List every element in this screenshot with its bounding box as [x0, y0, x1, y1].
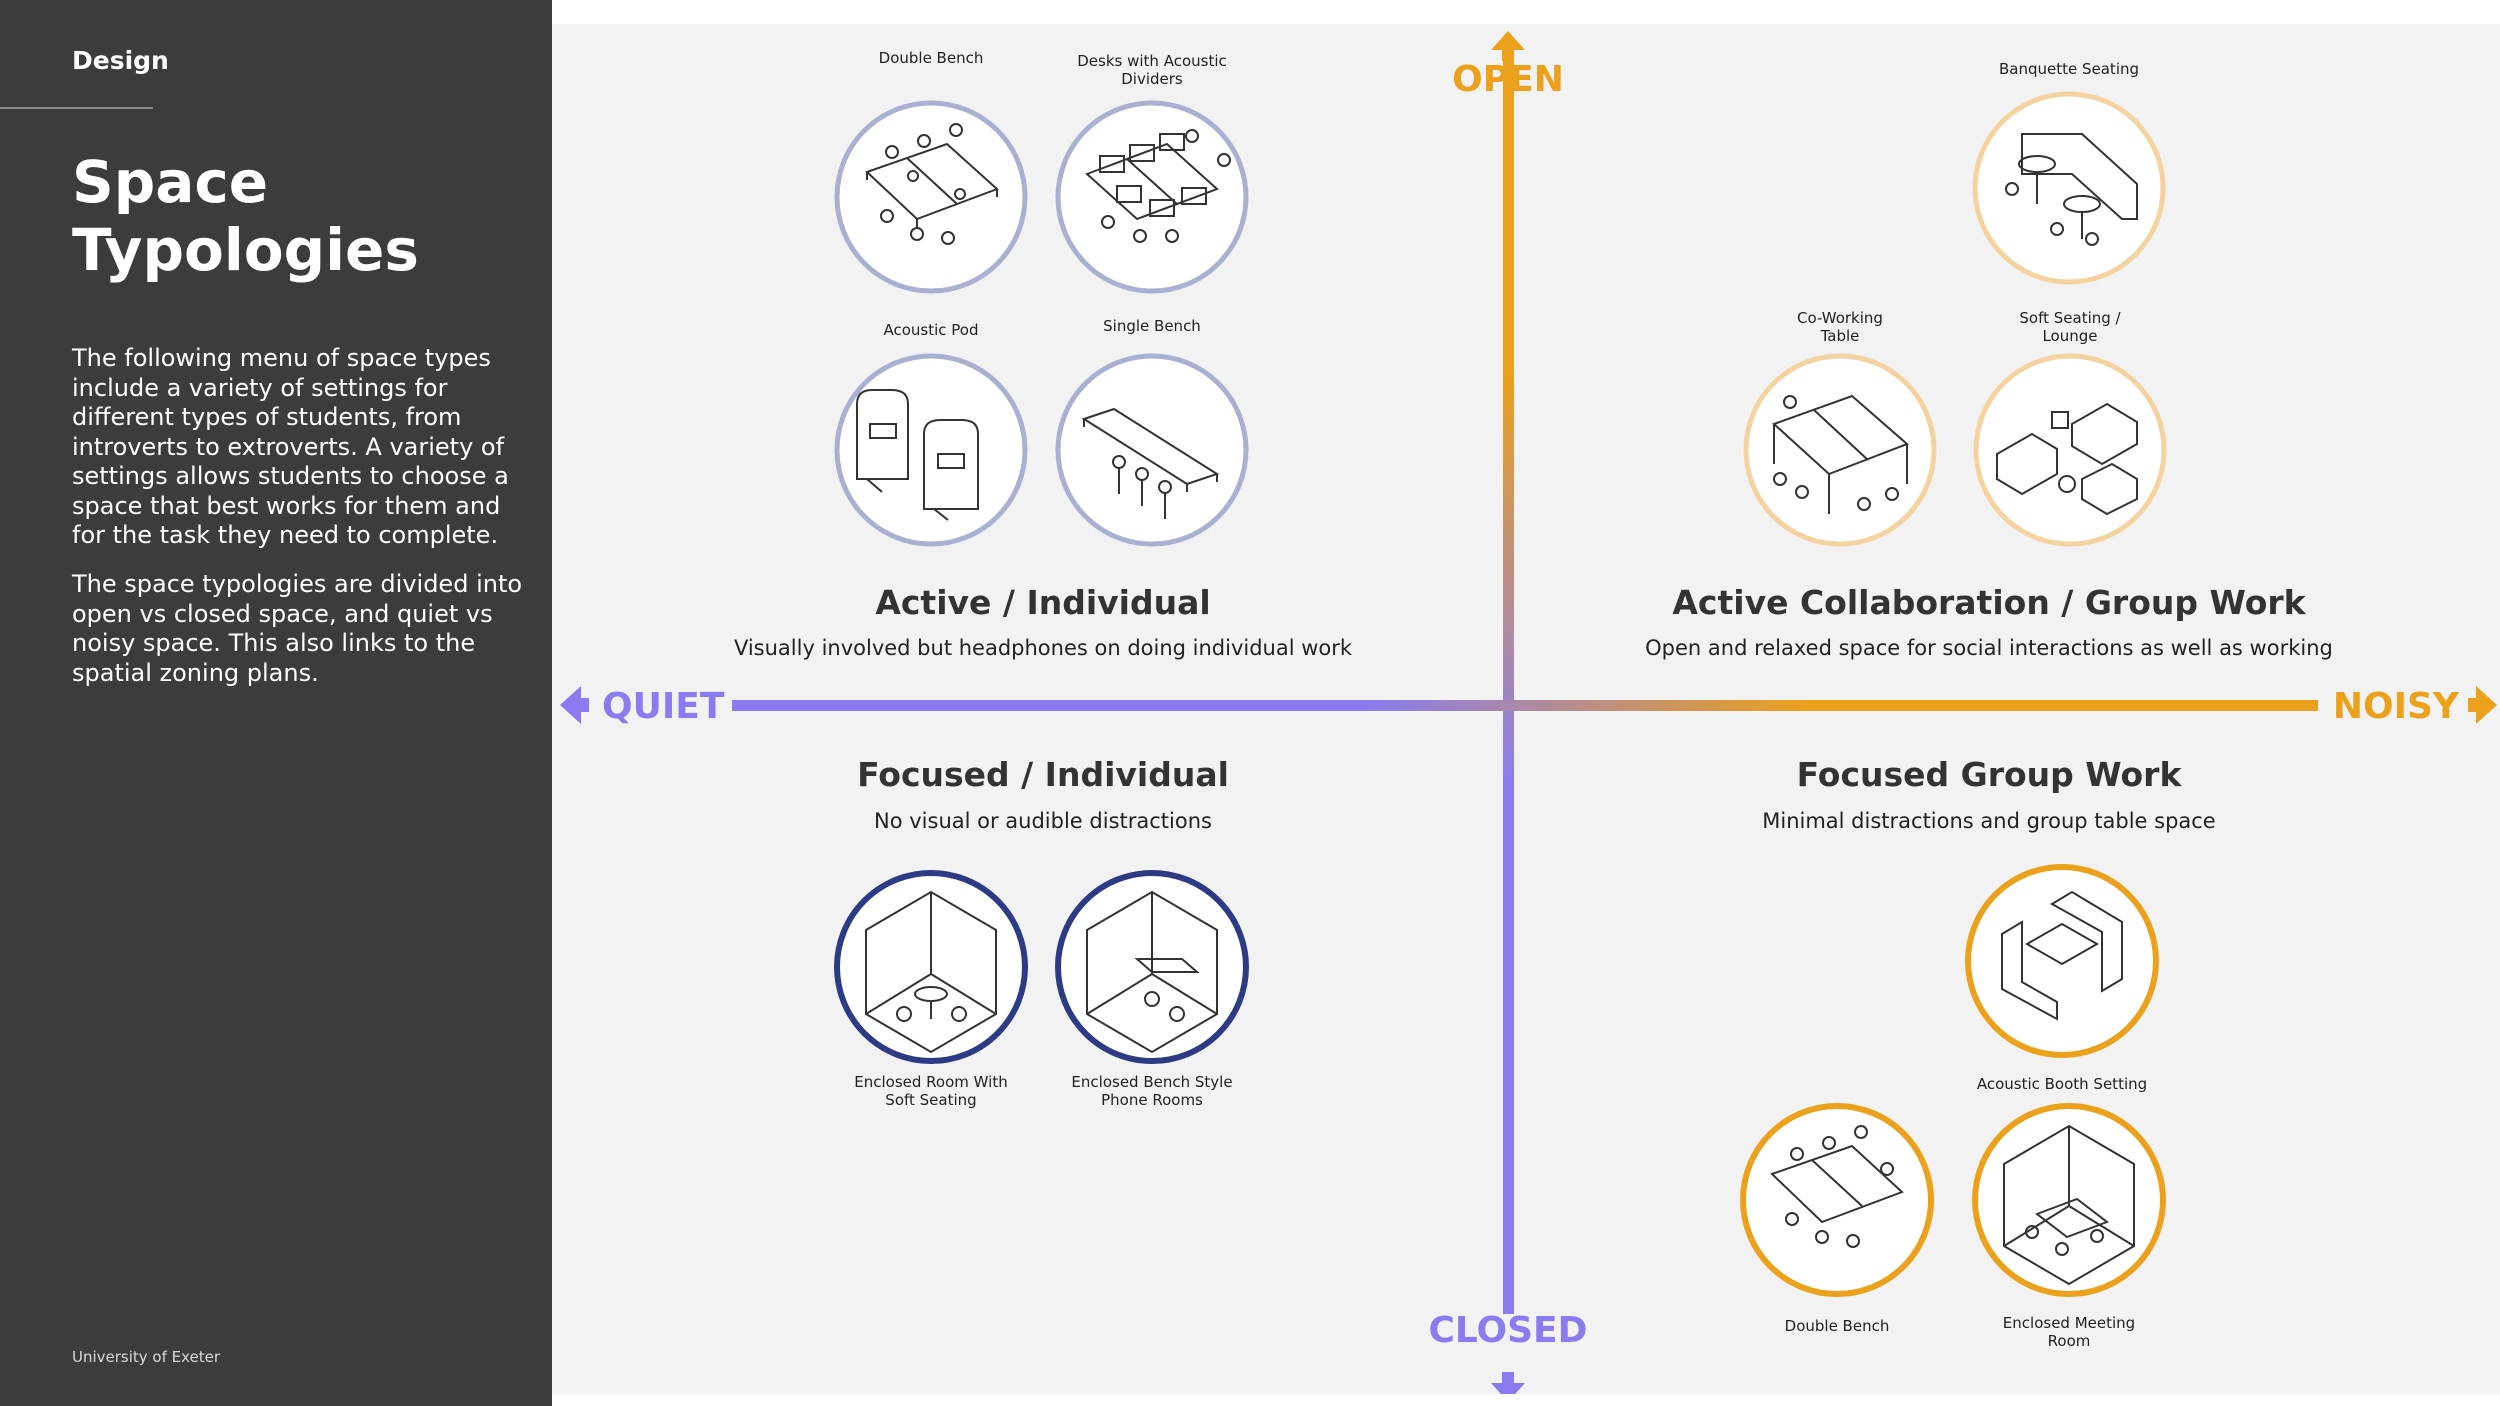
item-label-line-1: Soft Seating / [2019, 309, 2121, 327]
horizontal-axis: QUIET NOISY [560, 686, 2497, 727]
arrow-left-icon [560, 686, 589, 724]
single-bench-icon [1081, 407, 1220, 519]
item-label-line-1: Enclosed Room With [854, 1073, 1007, 1091]
footer-institution: University of Exeter [72, 1348, 221, 1366]
item-ring [1055, 353, 1249, 547]
item-enclosed-room-soft-seating: Enclosed Room With Soft Seating [834, 870, 1028, 1109]
quadrant-desc-active-collab: Open and relaxed space for social intera… [1645, 636, 2333, 660]
arrow-down-icon [1491, 1372, 1525, 1394]
enclosed-room-icon [865, 890, 997, 1054]
item-label: Acoustic Pod [883, 321, 978, 339]
item-ring [1972, 91, 2166, 285]
page-title-line-1: Space [72, 148, 269, 216]
double-bench-icon [865, 123, 999, 245]
item-banquette-seating: Banquette Seating [1972, 60, 2166, 285]
arrow-right-icon [2468, 686, 2497, 724]
page-title: Space Typologies [72, 148, 512, 284]
double-bench-icon [1770, 1125, 1904, 1248]
page-title-line-2: Typologies [72, 216, 419, 284]
item-ring [834, 100, 1028, 294]
item-label: Acoustic Booth Setting [1977, 1075, 2147, 1093]
item-desks-acoustic-dividers: Desks with Acoustic Dividers [1055, 52, 1249, 294]
horizontal-axis-line [732, 700, 2318, 711]
item-label-line-1: Co-Working [1797, 309, 1883, 327]
item-double-bench-focused: Double Bench [1740, 1103, 1934, 1335]
typology-panel: OPEN CLOSED QUIET NOISY Active / Individ… [552, 24, 2500, 1394]
item-label-line-2: Phone Rooms [1101, 1091, 1203, 1109]
quadrant-title-focused-group: Focused Group Work [1797, 755, 2183, 794]
item-enclosed-bench-phone-rooms: Enclosed Bench Style Phone Rooms [1055, 870, 1249, 1109]
acoustic-booth-icon [2001, 890, 2123, 1021]
axes-paragraph: The space typologies are divided into op… [72, 570, 523, 687]
quadrant-desc-active-individual: Visually involved but headphones on doin… [734, 636, 1353, 660]
axis-label-quiet: QUIET [602, 686, 725, 727]
section-divider [0, 107, 153, 109]
vertical-axis: OPEN CLOSED [1428, 31, 1588, 1394]
section-label: Design [72, 46, 169, 75]
item-label: Banquette Seating [1999, 60, 2139, 78]
item-ring [1740, 1103, 1934, 1297]
item-label-line-1: Desks with Acoustic [1077, 52, 1227, 70]
intro-paragraph: The following menu of space types includ… [72, 344, 509, 549]
item-single-bench: Single Bench [1055, 317, 1249, 547]
quadrant-title-focused-individual: Focused / Individual [857, 755, 1229, 794]
item-label-line-2: Room [2048, 1332, 2091, 1350]
item-label-line-2: Soft Seating [885, 1091, 976, 1109]
typology-diagram: OPEN CLOSED QUIET NOISY Active / Individ… [560, 31, 2497, 1394]
meeting-room-icon [2003, 1124, 2135, 1286]
desks-dividers-icon [1085, 129, 1231, 243]
item-label-line-1: Enclosed Bench Style [1071, 1073, 1232, 1091]
item-ring [834, 353, 1028, 547]
item-label-line-2: Lounge [2042, 327, 2097, 345]
item-acoustic-pod: Acoustic Pod [834, 321, 1028, 547]
item-enclosed-meeting-room: Enclosed Meeting Room [1972, 1103, 2166, 1350]
item-ring [1055, 100, 1249, 294]
item-label: Single Bench [1103, 317, 1201, 335]
item-co-working-table: Co-Working Table [1743, 309, 1937, 547]
sidebar: Design Space Typologies The following me… [0, 0, 552, 1406]
item-label-line-1: Enclosed Meeting [2003, 1314, 2135, 1332]
item-label-line-2: Dividers [1121, 70, 1183, 88]
quadrant-title-active-collab: Active Collaboration / Group Work [1672, 583, 2306, 622]
item-ring [1965, 864, 2159, 1058]
item-ring [1973, 353, 2167, 547]
item-label-line-2: Table [1820, 327, 1860, 345]
quadrant-desc-focused-group: Minimal distractions and group table spa… [1762, 809, 2215, 833]
axis-label-open: OPEN [1452, 59, 1564, 100]
axis-label-closed: CLOSED [1428, 1310, 1587, 1351]
co-working-table-icon [1772, 394, 1909, 514]
arrow-up-icon [1491, 31, 1525, 61]
item-acoustic-booth-setting: Acoustic Booth Setting [1965, 864, 2159, 1093]
item-soft-seating-lounge: Soft Seating / Lounge [1973, 309, 2167, 547]
quadrant-title-active-individual: Active / Individual [875, 583, 1210, 622]
item-double-bench-active: Double Bench [834, 49, 1028, 294]
item-label: Double Bench [879, 49, 984, 67]
soft-seating-icon [1996, 402, 2138, 516]
quadrant-desc-focused-individual: No visual or audible distractions [874, 809, 1212, 833]
acoustic-pod-icon [856, 389, 979, 521]
vertical-axis-line [1503, 58, 1514, 1314]
axis-label-noisy: NOISY [2333, 686, 2460, 727]
banquette-seating-icon [2005, 133, 2138, 246]
item-label: Double Bench [1785, 1317, 1890, 1335]
phone-room-icon [1086, 890, 1218, 1054]
